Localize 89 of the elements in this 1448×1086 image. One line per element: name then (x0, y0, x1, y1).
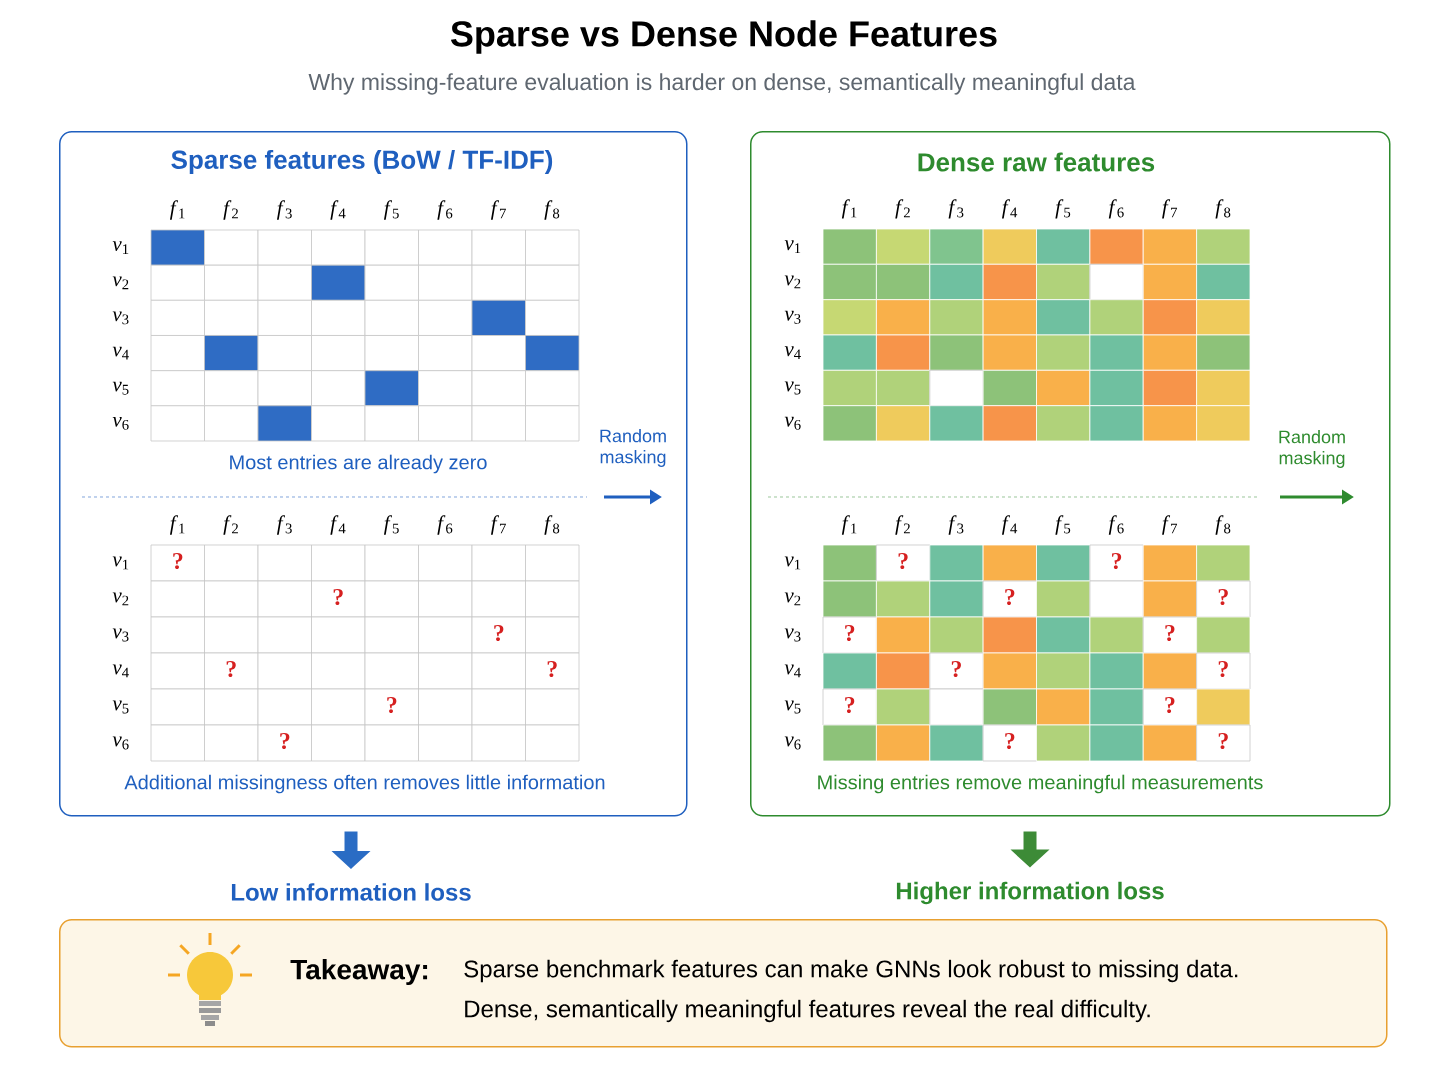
question-mark: ? (1218, 588, 1228, 606)
axis-label: v$_{1}$ (784, 240, 801, 254)
axis-label: f$_{5}$ (1055, 199, 1071, 219)
axis-label: f$_{8}$ (1215, 199, 1231, 219)
axis-label: f$_{3}$ (277, 515, 292, 535)
axis-label: f$_{4}$ (330, 200, 346, 220)
axis-label: f$_{3}$ (277, 200, 292, 220)
title: Sparse vs Dense Node Features (450, 20, 997, 54)
axis-label: f$_{7}$ (1162, 199, 1178, 219)
axis-label: f$_{7}$ (491, 200, 506, 220)
caption-text: Most entries are already zero (230, 454, 487, 474)
axis-label: f$_{7}$ (491, 515, 506, 535)
axis-label: v$_{5}$ (112, 381, 129, 395)
axis-label: v$_{3}$ (784, 310, 801, 324)
subtitle: Why missing-feature evaluation is harder on dense, semantically meaningful data (308, 73, 1136, 95)
axis-label: f$_{2}$ (223, 515, 238, 535)
question-mark: ? (547, 660, 557, 678)
masking-label: Random masking (1279, 430, 1345, 468)
question-mark: ? (845, 624, 855, 642)
question-mark: ? (494, 624, 504, 642)
axis-label: f$_{6}$ (1108, 515, 1124, 535)
axis-label: v$_{5}$ (784, 381, 801, 395)
axis-label: v$_{2}$ (784, 592, 801, 606)
axis-label: v$_{4}$ (112, 346, 129, 360)
caption-text: Additional missingness often removes little information (124, 774, 605, 794)
panel-heading: Sparse features (BoW / TF-IDF) (171, 149, 553, 175)
result-text: Low information loss (231, 883, 471, 901)
question-mark: ? (387, 696, 397, 714)
axis-label: v$_{4}$ (784, 346, 801, 360)
axis-label: f$_{8}$ (1215, 515, 1231, 535)
axis-label: f$_{4}$ (1002, 515, 1018, 535)
axis-label: f$_{3}$ (948, 199, 964, 219)
axis-label: v$_{3}$ (112, 628, 129, 642)
axis-label: v$_{5}$ (784, 700, 801, 714)
panel-heading: Dense raw features (918, 152, 1155, 172)
axis-label: f$_{4}$ (1002, 199, 1018, 219)
axis-label: f$_{1}$ (841, 515, 857, 535)
takeaway-text: Sparse benchmark features can make GNNs look robust to missing data. (464, 959, 1238, 983)
axis-label: f$_{6}$ (437, 515, 453, 535)
axis-label: f$_{1}$ (170, 515, 185, 535)
axis-label: f$_{5}$ (384, 200, 399, 220)
axis-label: f$_{7}$ (1162, 515, 1178, 535)
question-mark: ? (1005, 732, 1015, 750)
axis-label: v$_{2}$ (784, 275, 801, 289)
axis-label: v$_{3}$ (784, 628, 801, 642)
axis-label: f$_{2}$ (223, 200, 238, 220)
takeaway-heading: Takeaway: (290, 958, 428, 986)
axis-label: v$_{1}$ (112, 556, 129, 570)
axis-label: f$_{2}$ (895, 199, 910, 219)
axis-label: f$_{5}$ (1055, 515, 1071, 535)
axis-label: v$_{1}$ (112, 241, 129, 254)
caption-text: Missing entries remove meaningful measurements (818, 774, 1263, 794)
axis-label: v$_{4}$ (112, 664, 129, 678)
axis-label: v$_{6}$ (112, 416, 129, 430)
axis-label: f$_{6}$ (1108, 199, 1124, 219)
axis-label: f$_{6}$ (437, 200, 453, 220)
axis-label: v$_{6}$ (784, 416, 801, 430)
axis-label: v$_{4}$ (784, 664, 801, 678)
axis-label: v$_{1}$ (784, 556, 801, 570)
question-mark: ? (1165, 624, 1175, 642)
axis-label: f$_{8}$ (544, 200, 560, 220)
axis-label: v$_{6}$ (112, 736, 129, 750)
question-mark: ? (1218, 732, 1228, 750)
question-mark: ? (173, 552, 183, 570)
axis-label: v$_{3}$ (112, 311, 129, 325)
takeaway-text: Dense, semantically meaningful features reveal the real difficulty. (465, 999, 1150, 1023)
question-mark: ? (1165, 696, 1175, 714)
axis-label: f$_{4}$ (330, 515, 346, 535)
axis-label: f$_{1}$ (841, 199, 857, 219)
axis-label: v$_{5}$ (112, 700, 129, 714)
question-mark: ? (333, 588, 343, 606)
masking-label: Random masking (600, 429, 666, 467)
question-mark: ? (280, 732, 290, 750)
axis-label: f$_{8}$ (544, 515, 560, 535)
question-mark: ? (1218, 660, 1228, 678)
axis-label: v$_{2}$ (112, 592, 129, 606)
axis-label: v$_{6}$ (784, 736, 801, 750)
question-mark: ? (898, 552, 908, 570)
question-mark: ? (1005, 588, 1015, 606)
axis-label: f$_{2}$ (895, 515, 910, 535)
question-mark: ? (951, 660, 961, 678)
axis-label: f$_{1}$ (170, 200, 185, 220)
result-text: Higher information loss (896, 881, 1164, 905)
axis-label: f$_{5}$ (384, 515, 399, 535)
question-mark: ? (226, 660, 236, 678)
axis-label: f$_{3}$ (948, 515, 964, 535)
question-mark: ? (845, 696, 855, 714)
question-mark: ? (1112, 552, 1122, 570)
axis-label: v$_{2}$ (112, 276, 129, 290)
